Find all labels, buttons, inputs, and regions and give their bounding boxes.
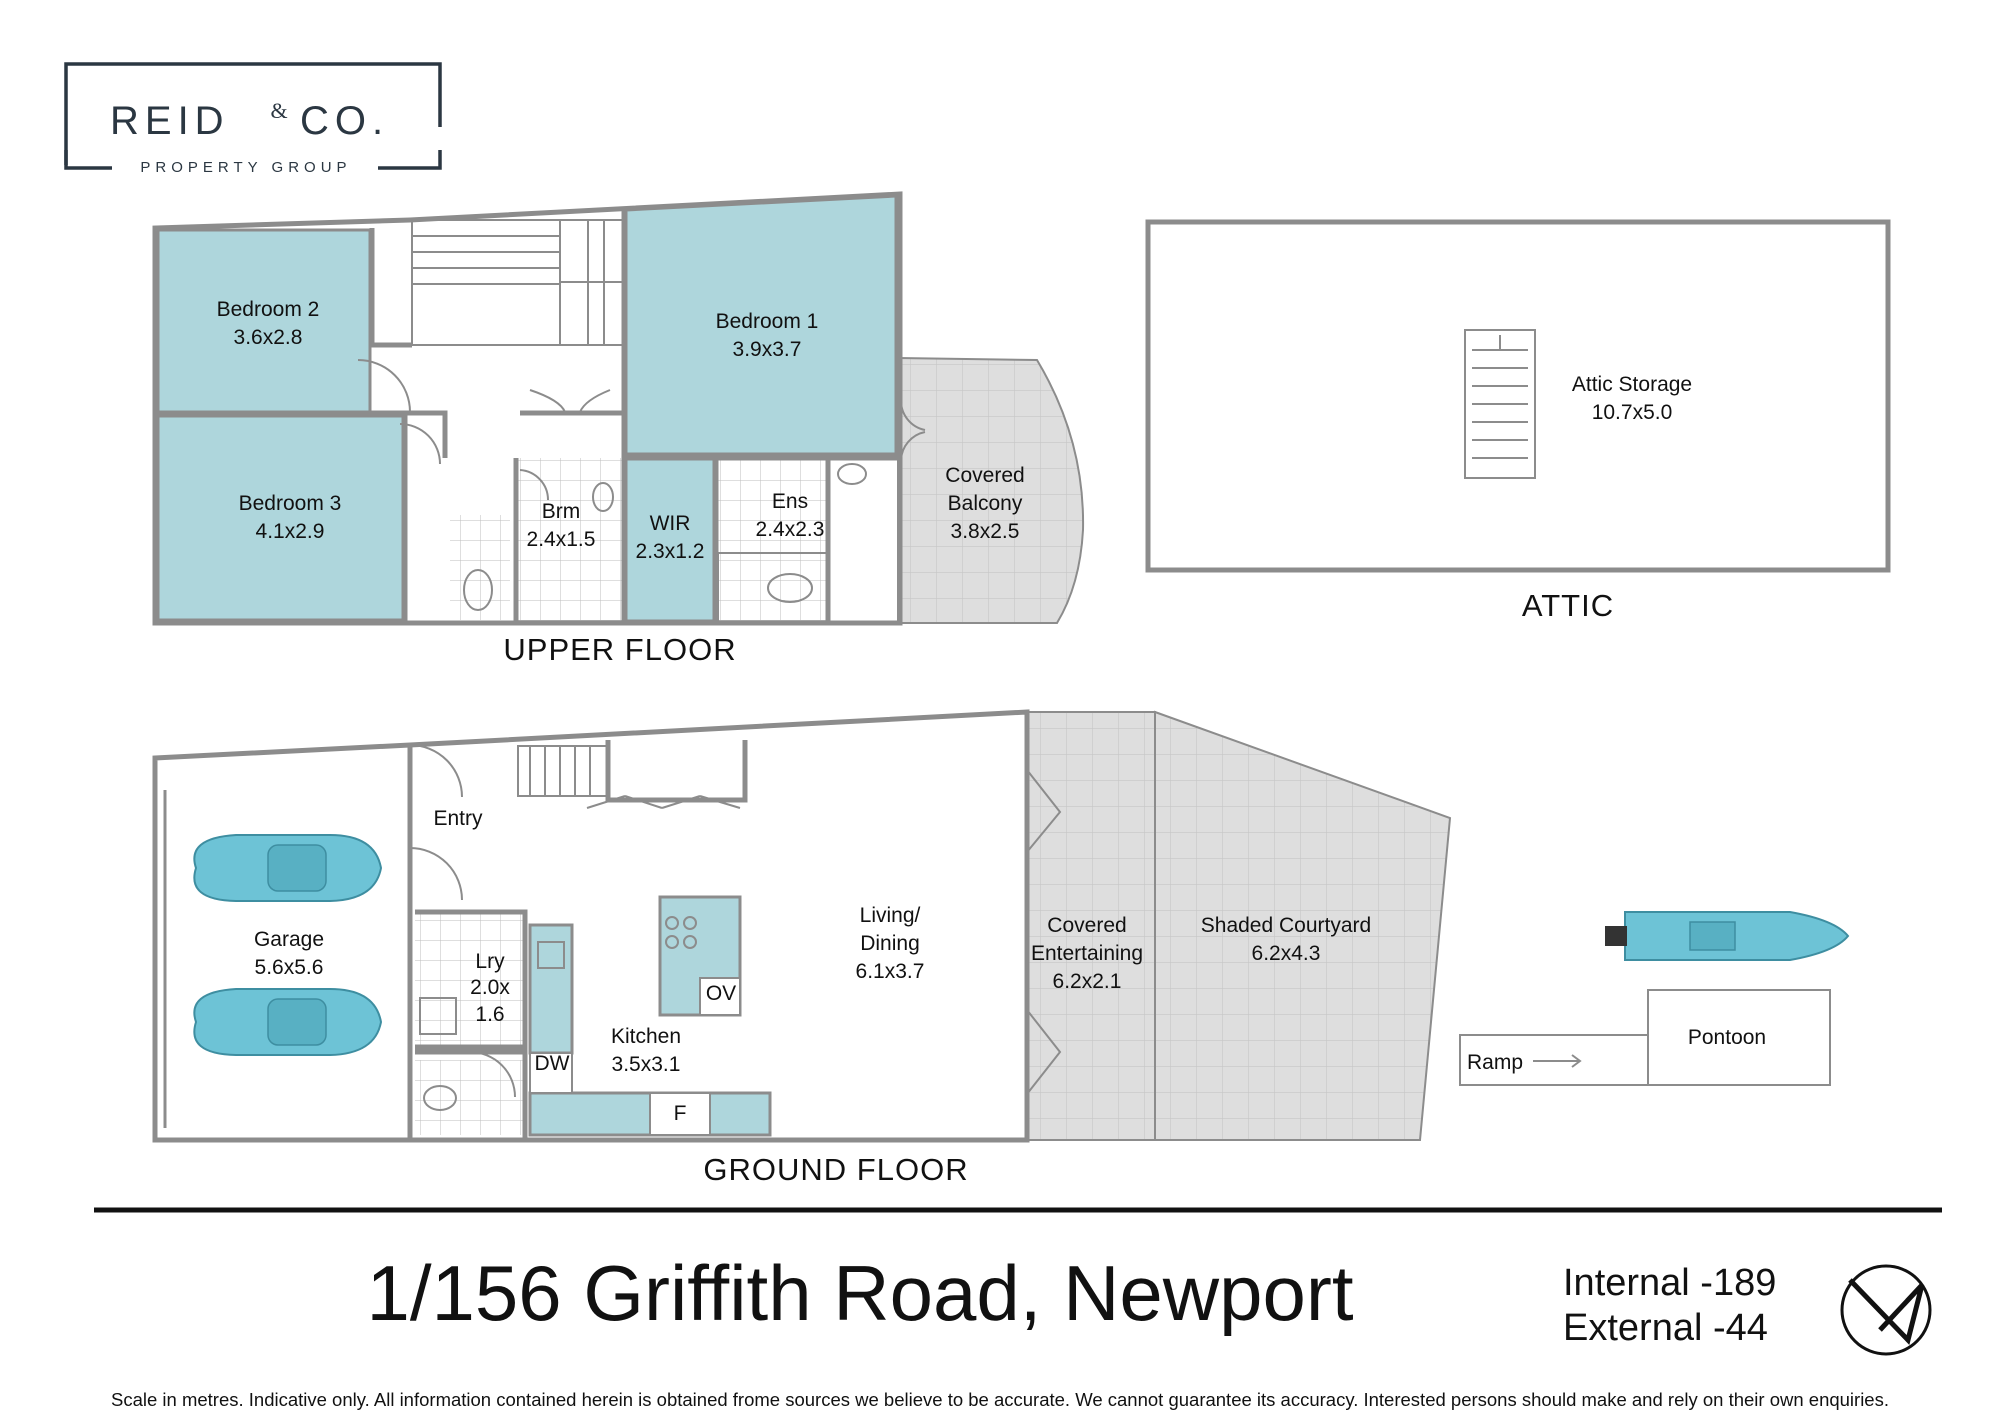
laundry-label: Lry	[475, 950, 505, 973]
bedroom-2-area	[156, 228, 372, 415]
attic-plan: Attic Storage 10.7x5.0 ATTIC	[1145, 219, 1891, 623]
logo-brand-right: CO.	[300, 99, 389, 143]
garage-car-2	[193, 988, 383, 1056]
company-logo: REID & CO. PROPERTY GROUP	[64, 62, 442, 176]
living-dining-label-1: Living/	[860, 904, 921, 927]
dishwasher-label: DW	[535, 1052, 570, 1075]
entry-label: Entry	[433, 807, 483, 830]
bedroom-1-size: 3.9x3.7	[733, 338, 802, 361]
oven-label: OV	[706, 982, 736, 1005]
wir-label: WIR	[650, 512, 691, 535]
ens-size: 2.4x2.3	[756, 518, 825, 541]
logo-brand-left: REID	[110, 99, 230, 143]
bedroom-3-label: Bedroom 3	[239, 492, 342, 515]
brm-size: 2.4x1.5	[527, 528, 596, 551]
brm-label: Brm	[542, 500, 581, 523]
upper-toilets	[463, 463, 867, 611]
covered-balcony-area	[897, 356, 1085, 624]
laundry-size-1: 2.0x	[470, 976, 510, 999]
bedroom-2-size: 3.6x2.8	[234, 326, 303, 349]
attic-ladder	[1464, 329, 1536, 479]
ground-floor-plan: Entry Garage 5.6x5.6 Lry 2.0x 1.6 Kitche…	[152, 709, 1850, 1187]
attic-caption: ATTIC	[1522, 588, 1614, 623]
shaded-courtyard-area	[1154, 710, 1452, 1141]
attic-storage-label: Attic Storage	[1572, 373, 1692, 396]
kitchen-size: 3.5x3.1	[612, 1053, 681, 1076]
kitchen-bench-left	[528, 923, 574, 1055]
shaded-courtyard-label: Shaded Courtyard	[1201, 914, 1371, 937]
logo-subtitle: PROPERTY GROUP	[140, 159, 351, 176]
laundry-size-2: 1.6	[475, 1003, 504, 1026]
property-address: 1/156 Griffith Road, Newport	[366, 1249, 1353, 1337]
fridge-label: F	[674, 1102, 687, 1125]
bedroom-3-area	[156, 414, 405, 622]
ramp-outline	[1459, 1034, 1649, 1086]
external-area: External -44	[1563, 1307, 1768, 1349]
ground-floor-caption: GROUND FLOOR	[703, 1152, 968, 1187]
internal-area: Internal -189	[1563, 1262, 1776, 1304]
pontoon-label: Pontoon	[1688, 1026, 1766, 1049]
ramp-label: Ramp	[1467, 1051, 1523, 1074]
upper-floor-plan: Bedroom 2 3.6x2.8 Bedroom 1 3.9x3.7 Bedr…	[152, 191, 1085, 667]
kitchen-label: Kitchen	[611, 1025, 681, 1048]
garage-size: 5.6x5.6	[255, 956, 324, 979]
wir-size: 2.3x1.2	[636, 540, 705, 563]
boat-icon	[1605, 911, 1850, 961]
covered-balcony-label-1: Covered	[945, 464, 1024, 487]
ens-label: Ens	[772, 490, 808, 513]
covered-balcony-size: 3.8x2.5	[951, 520, 1020, 543]
living-dining-label-2: Dining	[860, 932, 920, 955]
shaded-courtyard-size: 6.2x4.3	[1252, 942, 1321, 965]
living-dining-size: 6.1x3.7	[856, 960, 925, 983]
attic-storage-size: 10.7x5.0	[1592, 401, 1673, 424]
covered-entertaining-size: 6.2x2.1	[1053, 970, 1122, 993]
covered-entertaining-label-2: Entertaining	[1031, 942, 1143, 965]
bedroom-2-label: Bedroom 2	[217, 298, 320, 321]
disclaimer-text: Scale in metres. Indicative only. All in…	[111, 1389, 1889, 1410]
garage-car-1	[193, 834, 383, 902]
logo-ampersand: &	[270, 98, 287, 123]
bathroom-area	[517, 458, 622, 621]
covered-balcony-label-2: Balcony	[948, 492, 1023, 515]
bedroom-3-size: 4.1x2.9	[256, 520, 325, 543]
bedroom-1-label: Bedroom 1	[716, 310, 819, 333]
ensuite-area	[718, 458, 826, 621]
covered-entertaining-label-1: Covered	[1047, 914, 1126, 937]
upper-floor-caption: UPPER FLOOR	[503, 632, 736, 667]
garage-label: Garage	[254, 928, 324, 951]
north-arrow-icon	[1840, 1264, 1932, 1356]
